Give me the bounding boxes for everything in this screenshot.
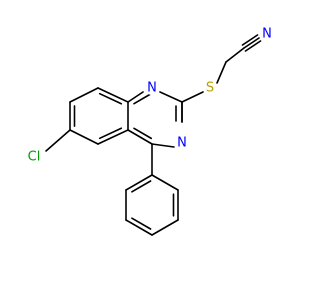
bond-c8-c8a-inner [98,92,123,105]
atom-n-nitrile: N [260,27,274,42]
bond-c2-s [181,91,204,103]
bond-triple-1 [243,37,260,49]
bond-c4a-c5 [97,129,129,145]
bond-c4a-c5-inner [98,127,123,140]
atom-s: S [203,81,217,96]
bond-c8-c8a [97,87,129,103]
atom-label-sulfur: S [206,81,214,96]
bond-ph-1 [151,174,179,191]
atom-n3: N [175,136,189,151]
bond-c5-c6 [69,129,99,145]
atom-label-layer: N N S Cl N [24,27,274,167]
bond-n3-c4 [151,143,175,148]
structure-canvas: N N S Cl N [24,26,274,236]
atom-label-chlorine: Cl [28,150,41,165]
bond-ch2-cn [225,47,245,63]
bond-c8a-n1-inner [133,92,153,105]
atom-label-nitrile-nitrogen: N [262,27,272,42]
bond-s-ch2 [216,61,227,84]
bond-ph-6 [125,174,153,191]
atom-label-n1: N [147,81,157,96]
molecule-structure-diagram: N N S Cl N [24,26,274,236]
atom-label-n3: N [177,136,187,151]
atom-cl: Cl [24,147,44,167]
bond-ph-4-inner [131,217,152,230]
bond-c4-c4a [127,129,153,145]
atom-n1: N [145,81,159,96]
bond-ph-4 [125,219,153,236]
bond-c6-cl [45,129,71,152]
bond-triple-2 [241,34,259,46]
bond-layer [45,34,262,236]
bond-ph-6-inner [131,180,152,193]
bond-n1-c2 [159,91,183,103]
bond-c7-c8 [69,87,99,103]
bond-ph-3 [151,219,179,236]
bond-c8a-n1 [127,91,144,103]
bond-triple-3 [244,40,262,52]
bond-c4-c4a-inner [133,127,153,140]
